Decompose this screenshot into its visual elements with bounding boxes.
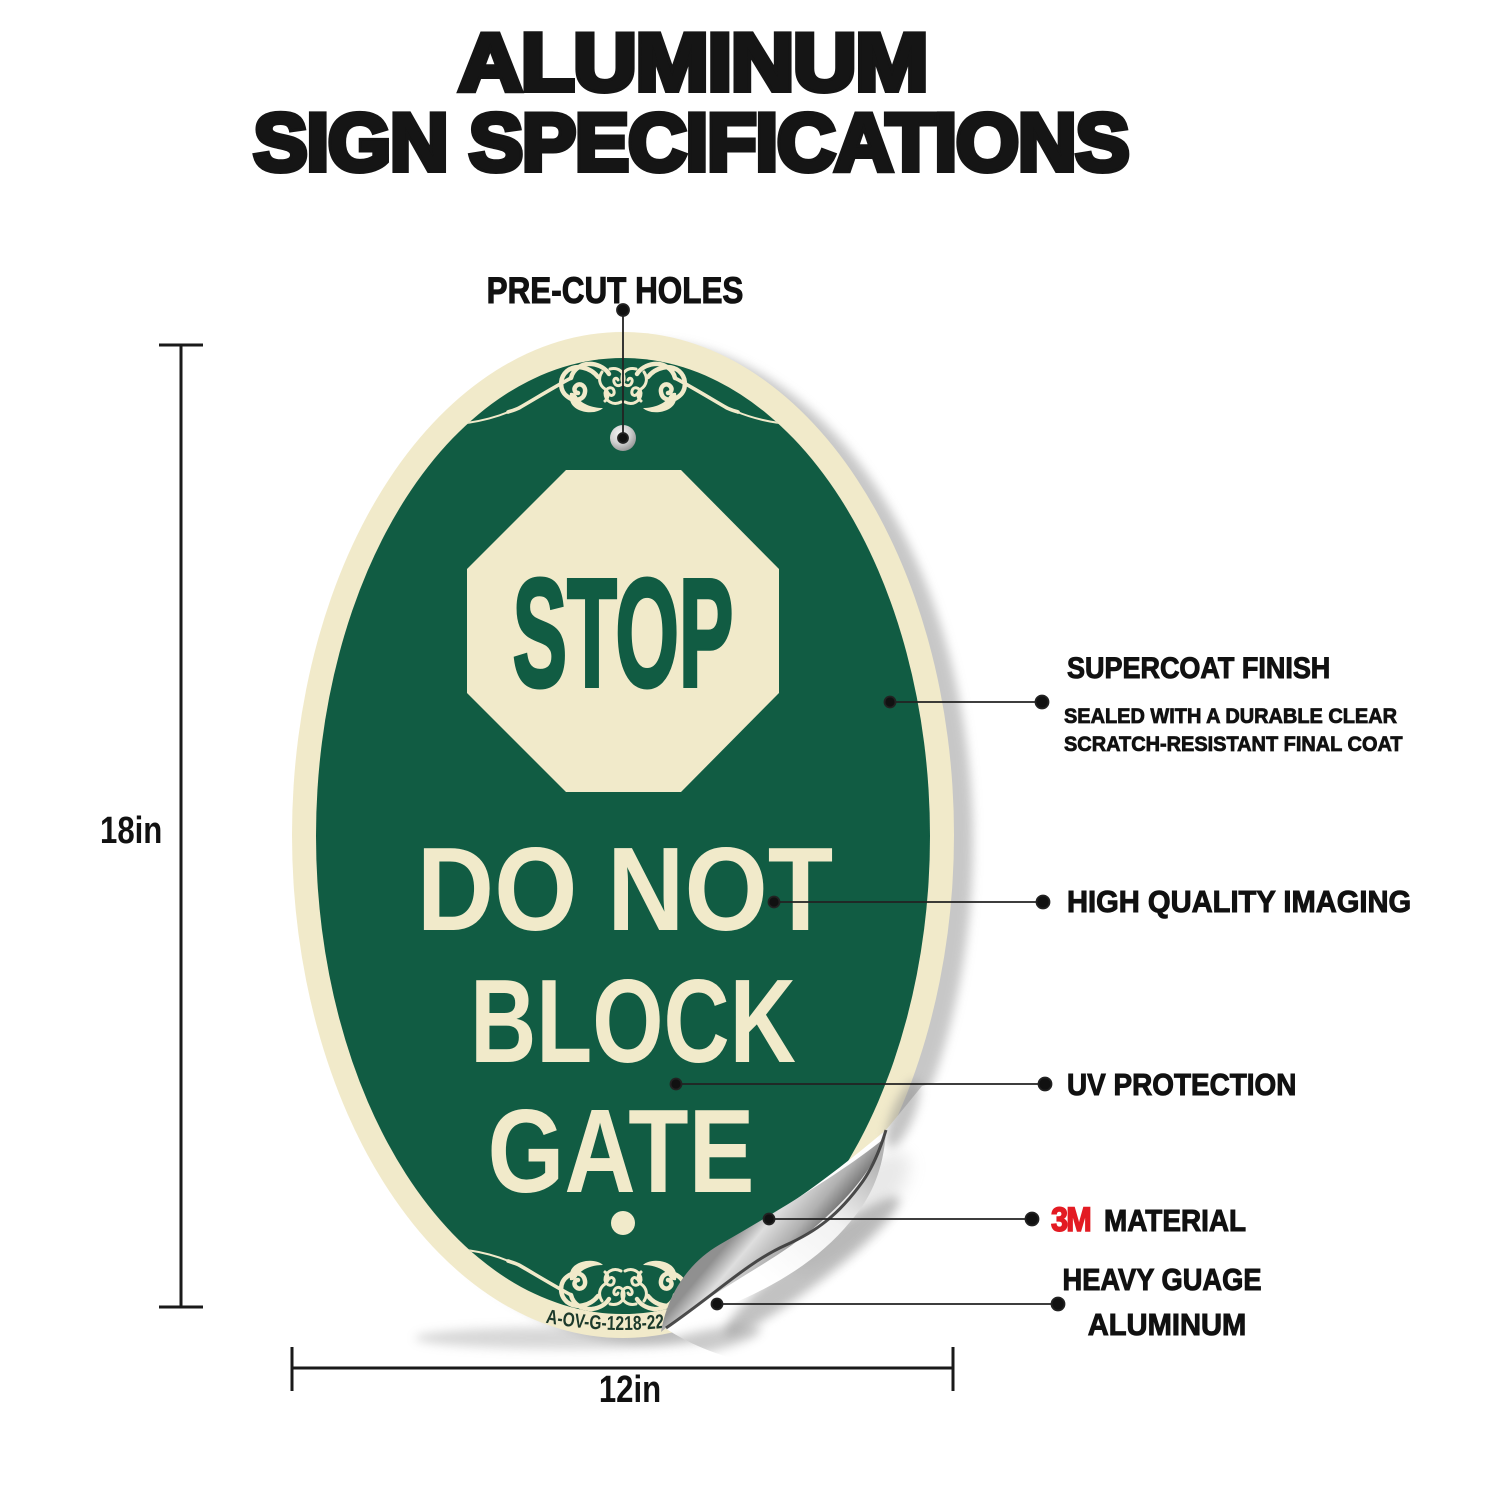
svg-text:SEALED WITH A DURABLE CLEAR: SEALED WITH A DURABLE CLEAR — [1064, 705, 1397, 729]
svg-text:ALUMINUM: ALUMINUM — [1088, 1308, 1247, 1342]
svg-text:12in: 12in — [599, 1369, 661, 1411]
svg-text:HEAVY GUAGE: HEAVY GUAGE — [1062, 1263, 1261, 1297]
svg-text:UV PROTECTION: UV PROTECTION — [1067, 1068, 1296, 1103]
svg-text:MATERIAL: MATERIAL — [1104, 1204, 1246, 1239]
svg-text:BLOCK: BLOCK — [470, 954, 796, 1087]
svg-text:SIGN SPECIFICATIONS: SIGN SPECIFICATIONS — [253, 98, 1128, 188]
svg-text:ALUMINUM: ALUMINUM — [459, 17, 928, 107]
svg-text:GATE: GATE — [487, 1085, 754, 1218]
svg-text:SUPERCOAT FINISH: SUPERCOAT FINISH — [1067, 652, 1330, 686]
svg-text:SCRATCH-RESISTANT FINAL COAT: SCRATCH-RESISTANT FINAL COAT — [1064, 733, 1403, 757]
svg-text:HIGH QUALITY IMAGING: HIGH QUALITY IMAGING — [1067, 885, 1411, 919]
svg-text:3M: 3M — [1051, 1201, 1090, 1239]
svg-text:DO NOT: DO NOT — [417, 823, 833, 955]
svg-text:PRE-CUT HOLES: PRE-CUT HOLES — [487, 271, 744, 312]
svg-text:STOP: STOP — [513, 547, 734, 719]
svg-text:18in: 18in — [100, 810, 162, 852]
